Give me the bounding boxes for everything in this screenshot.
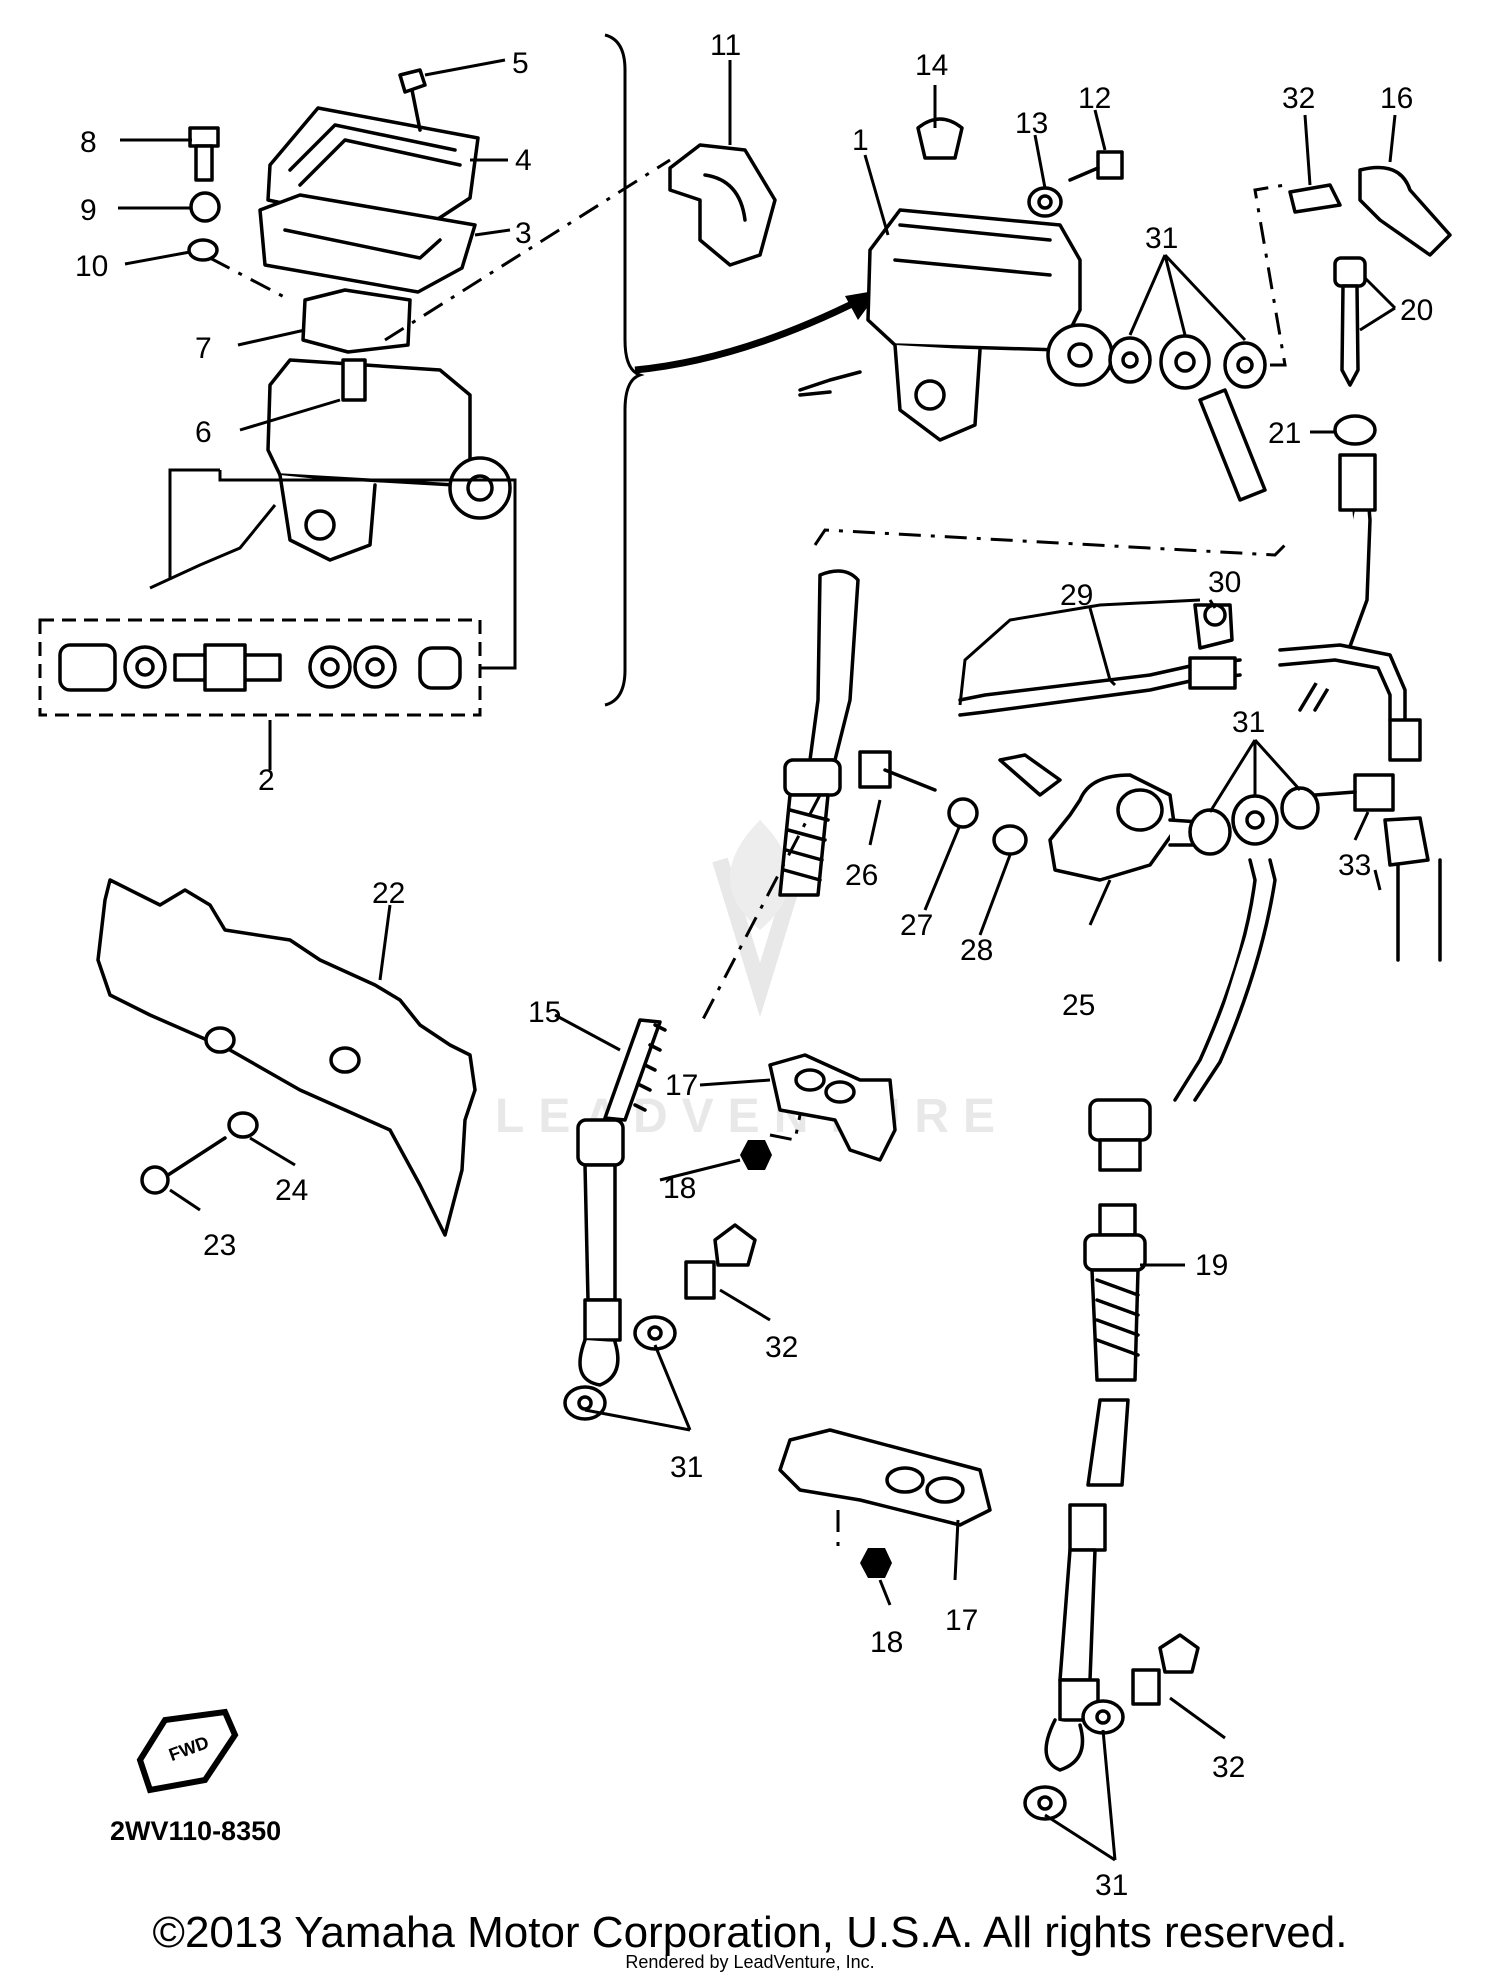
holder-11: [668, 143, 777, 267]
callout-11: 11: [710, 29, 741, 62]
callout-29: 29: [1060, 579, 1093, 612]
callout-32-top: 32: [1282, 82, 1315, 115]
callout-21: 21: [1268, 417, 1301, 450]
callout-10: 10: [75, 250, 108, 283]
switch-wire: [149, 504, 277, 590]
bracket-17-upper: [768, 1053, 897, 1162]
nut-18-lower: [860, 1548, 892, 1578]
callout-13: 13: [1015, 107, 1048, 140]
brake-hose-15: [576, 569, 860, 1387]
callout-6: 6: [195, 416, 212, 449]
callout-2: 2: [258, 764, 275, 797]
brake-pipes: [958, 453, 1422, 797]
clamp-30: [1193, 603, 1234, 650]
callout-32-bottom: 32: [1212, 1751, 1245, 1784]
nut-18-upper: [740, 1140, 772, 1170]
callout-31-bottom: 31: [1095, 1869, 1128, 1902]
callout-18-lower: 18: [870, 1626, 903, 1659]
part-callouts: 5 8 4 9 3 10 7 6 2 11 14 12 13 1 32 16 3…: [75, 29, 1433, 1902]
fwd-arrow-badge: FWD: [136, 1708, 239, 1794]
callout-31-top: 31: [1145, 222, 1178, 255]
watermark-text: LEADVENTURE: [495, 1090, 1009, 1143]
callout-8: 8: [80, 126, 97, 159]
leadventure-watermark: LEADVENTURE: [495, 820, 1009, 1143]
callout-24: 24: [275, 1174, 308, 1207]
callout-20: 20: [1400, 294, 1433, 327]
callout-27: 27: [900, 909, 933, 942]
bolt-23-washer-24: [140, 1111, 259, 1195]
callout-16: 16: [1380, 82, 1413, 115]
callout-1: 1: [852, 124, 869, 157]
callout-3: 3: [515, 217, 532, 250]
callout-28: 28: [960, 934, 993, 967]
callout-33: 33: [1338, 849, 1371, 882]
joint-25: [858, 750, 1442, 962]
copyright-notice: ©2013 Yamaha Motor Corporation, U.S.A. A…: [152, 1908, 1348, 1957]
callout-15: 15: [528, 996, 561, 1029]
bolts-32-lower: [684, 1223, 1200, 1706]
guard-22: [96, 878, 477, 1237]
callout-4: 4: [515, 144, 532, 177]
callout-31-mid: 31: [1232, 706, 1265, 739]
callout-9: 9: [80, 194, 97, 227]
callout-12: 12: [1078, 82, 1111, 115]
callout-5: 5: [512, 47, 529, 80]
callout-14: 14: [915, 49, 948, 82]
callout-17-upper: 17: [665, 1069, 698, 1102]
callout-26: 26: [845, 859, 878, 892]
group-brace: [604, 33, 645, 707]
replacement-arrow: [634, 296, 862, 374]
rendered-by-credit: Rendered by LeadVenture, Inc.: [625, 1952, 875, 1972]
master-cylinder-1: [798, 117, 1452, 502]
callout-30: 30: [1208, 566, 1241, 599]
kit-2-parts: [58, 643, 462, 692]
callout-19: 19: [1195, 1249, 1228, 1282]
bracket-17-lower: [778, 1428, 992, 1527]
callout-18-upper: 18: [663, 1172, 696, 1205]
leader-lines: [118, 58, 1397, 1862]
callout-25: 25: [1062, 989, 1095, 1022]
pipe-29-lower: [958, 598, 1201, 706]
callout-17-lower: 17: [945, 1604, 978, 1637]
callout-22: 22: [372, 877, 405, 910]
kit-2-bracket: [218, 470, 517, 670]
brake-hose-19: [1044, 858, 1277, 1772]
kit-2-bracket-left: [168, 468, 220, 580]
washers-31-lower: [563, 1315, 1125, 1821]
master-cylinder-cap-assembly: [187, 68, 512, 562]
callout-31-left: 31: [670, 1451, 703, 1484]
callout-7: 7: [195, 332, 212, 365]
diagram-code: 2WV110-8350: [110, 1816, 281, 1846]
callout-32-mid: 32: [765, 1331, 798, 1364]
callout-23: 23: [203, 1229, 236, 1262]
